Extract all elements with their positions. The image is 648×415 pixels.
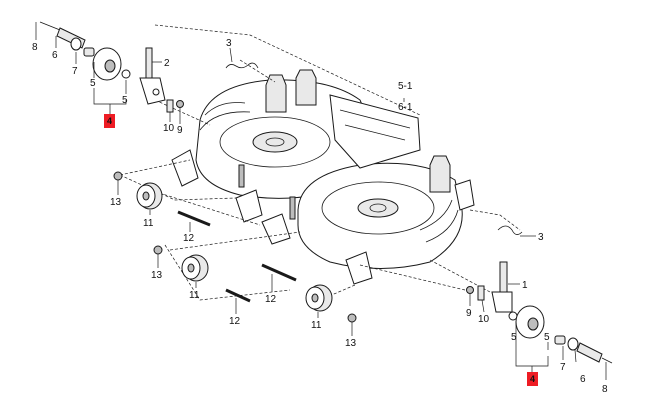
leader-lines: [35, 22, 607, 380]
callout-13-b: 13: [151, 270, 163, 281]
callout-11-b: 11: [189, 290, 200, 301]
callout-2: 2: [164, 58, 170, 69]
callout-13-a: 13: [110, 197, 122, 208]
spring-top: [225, 62, 259, 69]
assembly-lines: [119, 24, 521, 301]
callout-4-bottom: 4: [530, 374, 535, 384]
callout-6-bottom: 6: [580, 374, 586, 385]
callout-12-b: 12: [229, 316, 241, 327]
callout-13-c: 13: [345, 338, 357, 349]
callout-10-top: 10: [163, 123, 175, 134]
highlight-box-4-top: [104, 114, 115, 128]
callout-5-top-a: 5: [90, 78, 96, 89]
callout-10-bottom: 10: [478, 314, 490, 325]
callout-11-a: 11: [143, 218, 154, 229]
callout-4-top: 4: [107, 116, 112, 126]
rollers-and-hardware: [113, 171, 357, 323]
callout-12-c: 12: [265, 294, 277, 305]
callout-7-bottom: 7: [560, 362, 566, 373]
highlight-box-4-bottom: [527, 372, 538, 386]
callout-9-top: 9: [177, 125, 183, 136]
callout-8-top: 8: [32, 42, 38, 53]
callout-5-top-b: 5: [122, 95, 128, 106]
callout-5-1: 5-1: [398, 81, 413, 92]
gauge-wheel-assembly-bottom: [466, 225, 613, 364]
callout-3-top: 3: [226, 38, 232, 49]
mower-deck: [171, 69, 475, 285]
callout-6-top: 6: [52, 50, 58, 61]
callout-6-1: 6-1: [398, 102, 413, 113]
callout-5-bottom-b: 5: [544, 332, 550, 343]
callout-7-top: 7: [72, 66, 78, 77]
callout-9-bottom: 9: [466, 308, 472, 319]
callout-12-a: 12: [183, 233, 195, 244]
callout-3-right: 3: [538, 232, 544, 243]
callout-5-bottom-a: 5: [511, 332, 517, 343]
gauge-wheel-assembly-top: [39, 21, 184, 113]
callout-labels: 8 6 7 5 5 2 3 10 9 5-1 6-1 13 11 12 13 1…: [32, 38, 608, 395]
callout-11-c: 11: [311, 320, 322, 331]
callout-8-bottom: 8: [602, 384, 608, 395]
callout-1: 1: [522, 280, 528, 291]
